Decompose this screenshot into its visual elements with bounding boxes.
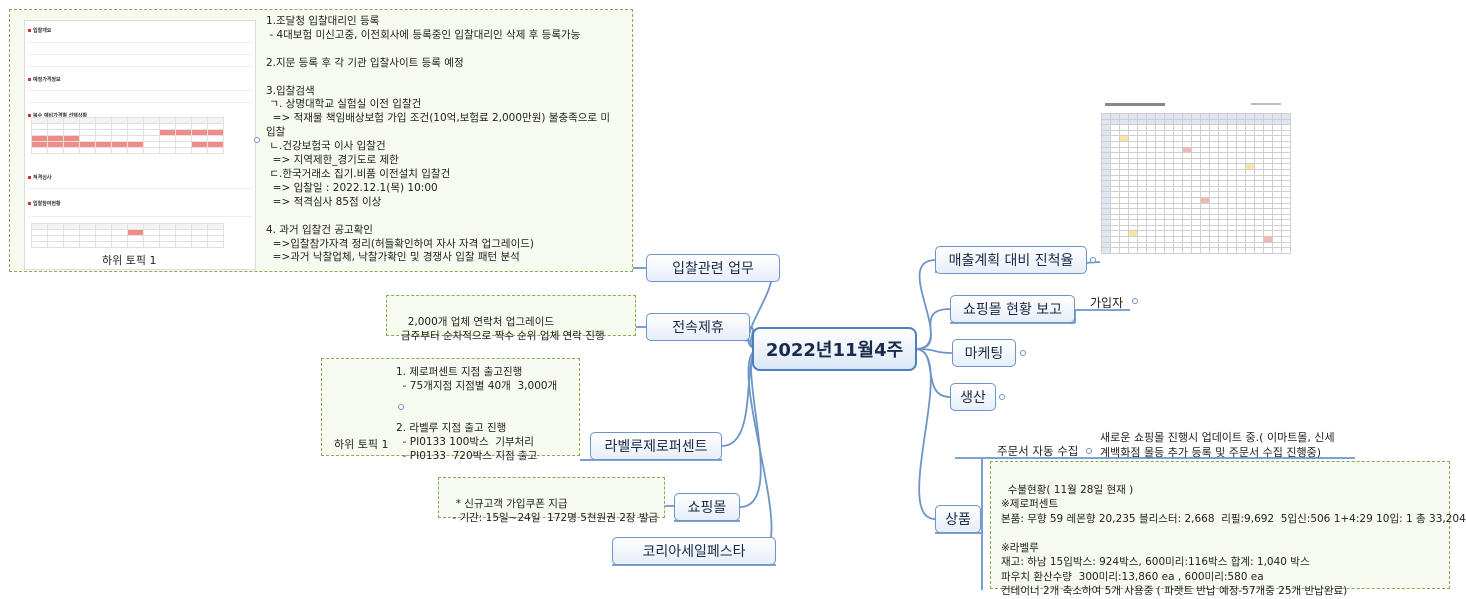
- link-sales: [914, 259, 937, 350]
- topic-production[interactable]: 생산: [950, 383, 996, 411]
- production-collapse-dot[interactable]: [999, 394, 1005, 400]
- alliance-note: 2,000개 업체 연락처 업그레이드 금주부터 순차적으로 짝수 순위 업체 …: [386, 295, 636, 342]
- topic-label-zero[interactable]: 라벨루제로퍼센트: [590, 432, 722, 460]
- auto-order-note-text: 새로운 쇼핑몰 진행시 업데이트 중.( 이마트몰, 신세 계백화점 몰등 추가…: [1100, 431, 1335, 459]
- member-collapse-dot[interactable]: [1132, 298, 1138, 304]
- link-product: [914, 348, 936, 520]
- label-subtopic[interactable]: 하위 토픽 1: [334, 438, 389, 451]
- bid-note-text: 1.조달청 입찰대리인 등록 - 4대보험 미신고중, 이전회사에 등록중인 입…: [266, 15, 611, 264]
- topic-product[interactable]: 상품: [935, 505, 981, 533]
- subtopic-member[interactable]: 가입자: [1090, 296, 1124, 310]
- alliance-note-text: 2,000개 업체 연락처 업그레이드 금주부터 순차적으로 짝수 순위 업체 …: [401, 316, 605, 342]
- mall-note-text: * 신규고객 가입쿠폰 지급 - 기간: 15일~24일 172명 5천원권 2…: [452, 498, 659, 524]
- mall-note: * 신규고객 가입쿠폰 지급 - 기간: 15일~24일 172명 5천원권 2…: [438, 477, 665, 524]
- marketing-collapse-dot[interactable]: [1020, 350, 1026, 356]
- bid-note: 입찰개요 예정가격정보 복수 예비가격별 선택상황 적격심사 입찰참여현황 1.…: [9, 9, 633, 272]
- link-mall-report: [914, 308, 951, 350]
- link-production: [914, 348, 951, 398]
- topic-mall-report[interactable]: 쇼핑몰 현황 보고: [950, 295, 1075, 323]
- label-note-text: 1. 제로퍼센트 지점 출고진행 - 75개지점 지점별 40개 3,000개 …: [396, 366, 558, 462]
- product-note-text: 수불현황( 11월 28일 현재 ) ※제로퍼센트 본품: 무향 59 레몬향 …: [1001, 483, 1466, 598]
- bid-subtopic[interactable]: 하위 토픽 1: [102, 254, 157, 267]
- sales-plan-spreadsheet: [1101, 101, 1301, 261]
- product-note: 수불현황( 11월 28일 현재 ) ※제로퍼센트 본품: 무향 59 레몬향 …: [990, 461, 1466, 597]
- topic-alliance[interactable]: 전속제휴: [646, 313, 750, 341]
- topic-mall[interactable]: 쇼핑몰: [674, 493, 740, 521]
- topic-korea-sale[interactable]: 코리아세일페스타: [612, 537, 776, 565]
- bid-collapse-dot[interactable]: [254, 137, 260, 143]
- sales-plan-collapse-dot[interactable]: [1090, 257, 1096, 263]
- topic-sales-plan[interactable]: 매출계획 대비 진척율: [935, 246, 1087, 274]
- topic-bid[interactable]: 입찰관련 업무: [646, 254, 780, 282]
- auto-order-collapse-dot[interactable]: [1086, 448, 1092, 454]
- label-collapse-dot[interactable]: [398, 404, 404, 410]
- label-note: 1. 제로퍼센트 지점 출고진행 - 75개지점 지점별 40개 3,000개 …: [321, 358, 580, 462]
- topic-marketing[interactable]: 마케팅: [952, 339, 1016, 367]
- central-topic[interactable]: 2022년11월4주: [752, 327, 917, 371]
- bid-form-screenshot: 입찰개요 예정가격정보 복수 예비가격별 선택상황 적격심사 입찰참여현황: [24, 20, 256, 270]
- subtopic-auto-order[interactable]: 주문서 자동 수집: [997, 444, 1079, 458]
